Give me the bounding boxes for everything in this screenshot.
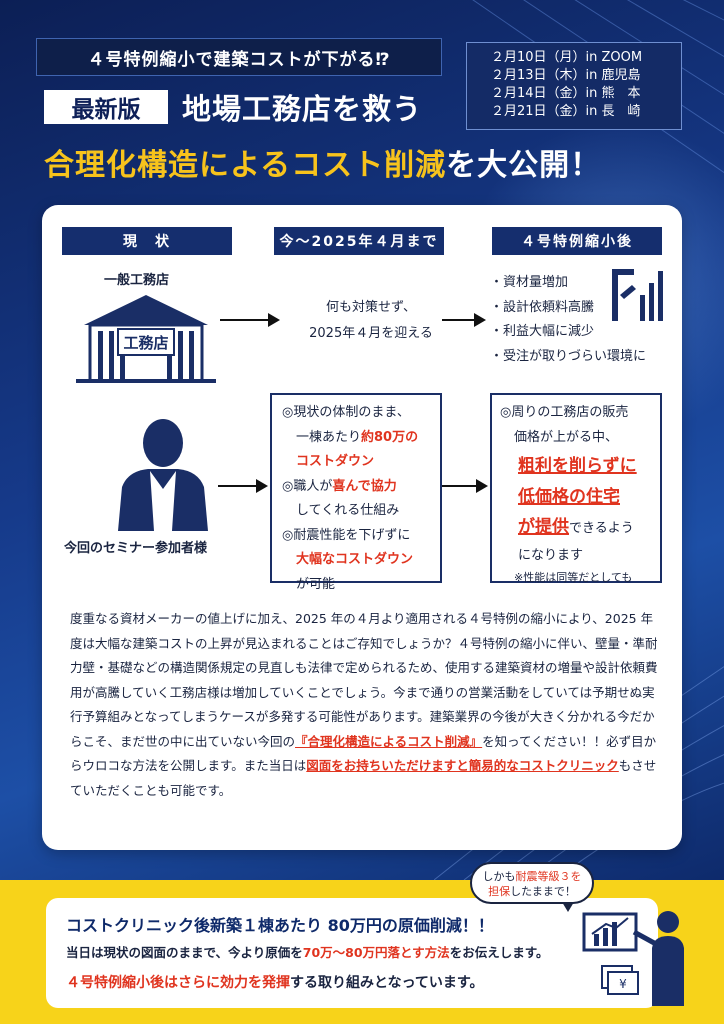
result-highlight: 粗利を削らずに — [518, 456, 637, 476]
description-paragraph: 度重なる資材メーカーの値上げに加え、2025 年の４月より適用される４号特例の縮… — [70, 607, 660, 803]
bubble-highlight: 耐震等級３を — [515, 870, 582, 883]
title-line-2-main: 合理化構造によるコスト削減 — [44, 148, 447, 183]
benefit-highlight: 約80万の — [361, 429, 419, 445]
result-line: になります — [518, 548, 584, 563]
footer-box — [46, 898, 658, 1008]
footer-highlight: 70万〜80万円落とす方法 — [302, 945, 450, 960]
benefit-line: が可能 — [296, 576, 336, 592]
result-highlight: が提供 — [518, 517, 569, 537]
no-action-text: 何も対策せず、 2025年４月を迎える — [296, 295, 446, 347]
list-item: ・利益大幅に減少 — [490, 324, 595, 339]
bubble-text: したままで！ — [510, 885, 576, 898]
result-highlight: 低価格の住宅 — [518, 487, 620, 507]
footer-text: する取り組みとなっています。 — [290, 975, 484, 991]
benefit-highlight: 喜んで協力 — [332, 478, 397, 494]
paragraph-highlight: 『合理化構造によるコスト削減』 — [295, 733, 483, 749]
result-line: が提供できるよう — [500, 512, 660, 544]
paragraph-highlight: 図面をお持ちいただけますと簡易的なコストクリニック — [306, 758, 619, 773]
participant-icon — [118, 419, 208, 531]
latest-badge: 最新版 — [44, 90, 168, 124]
schedule-item: ２月13日（木）in 鹿児島 — [491, 68, 641, 83]
after-effects-list: ・資材量増加 ・設計依頼料高騰 ・利益大幅に減少 ・受注が取りづらい環境に — [490, 271, 646, 369]
header-until: 今〜2025年４月まで — [274, 227, 444, 255]
arrow-4 — [442, 479, 488, 493]
title-line-1: 地場工務店を救う — [182, 92, 423, 126]
speech-bubble: しかも耐震等級３を 担保したままで！ — [470, 862, 594, 912]
result-note: ※性能は同等だとしても — [514, 570, 633, 584]
bubble-highlight: 担保 — [488, 885, 511, 898]
footer-closing: ４号特例縮小後はさらに効力を発揮する取り組みとなっています。 — [66, 972, 483, 992]
benefit-highlight: コストダウン — [296, 454, 375, 469]
bubble-text: しかも — [482, 870, 516, 883]
arrow-2 — [442, 313, 486, 327]
bubble-line: しかも耐震等級３を — [472, 869, 592, 884]
list-item: ・設計依頼料高騰 — [490, 299, 595, 315]
result-text: できるよう — [569, 521, 634, 536]
list-item: ・資材量増加 — [490, 275, 569, 290]
benefit-highlight: 大幅なコストダウン — [296, 552, 414, 567]
no-action-line-1: 何も対策せず、 — [325, 300, 417, 315]
benefit-line: ◎耐震性能を下げずに — [282, 527, 411, 543]
general-contractor-label: 一般工務店 — [104, 273, 170, 288]
footer-highlight: ４号特例縮小後はさらに効力を発揮 — [66, 975, 290, 991]
footer-text: をお伝えします。 — [449, 945, 549, 960]
no-action-line-2: 2025年４月を迎える — [309, 326, 433, 341]
schedule-item: ２月14日（金）in 熊 本 — [491, 86, 641, 101]
bubble-line: 担保したままで！ — [472, 884, 592, 899]
benefit-line: ◎現状の体制のまま、 — [282, 405, 410, 420]
schedule-box: ２月10日（月）in ZOOM ２月13日（木）in 鹿児島 ２月14日（金）i… — [466, 42, 682, 130]
footer-detail: 当日は現状の図面のままで、今より原価を70万〜80万円落とす方法をお伝えします。 — [66, 942, 548, 961]
contractor-building-icon: 工務店 — [76, 295, 216, 383]
title-line-2-tail: を大公開！ — [446, 148, 602, 183]
arrow-1 — [220, 313, 280, 327]
schedule-item: ２月21日（金）in 長 崎 — [491, 104, 641, 119]
paragraph-text: を知ってください！！必ず目からウロコな方法を公開します。また当日は — [70, 733, 657, 774]
benefit-line: 一棟あたり約80万の — [282, 426, 440, 451]
arrow-3 — [218, 479, 268, 493]
result-line: 価格が上がる中、 — [514, 429, 619, 445]
header-after: ４号特例縮小後 — [492, 227, 662, 255]
schedule-item: ２月10日（月）in ZOOM — [491, 50, 643, 65]
benefit-text: ◎職人が — [282, 478, 333, 494]
benefit-line: ◎職人が喜んで協力 — [282, 475, 440, 500]
paragraph-text: もさせていただくことも可能です。 — [70, 758, 657, 798]
result-line: ◎周りの工務店の販売 — [500, 405, 629, 420]
seminar-benefit-box: ◎現状の体制のまま、 一棟あたり約80万の コストダウン ◎職人が喜んで協力 し… — [270, 393, 442, 592]
paragraph-text: 度重なる資材メーカーの値上げに加え、2025 年の４月より適用される４号特例の縮… — [70, 611, 658, 749]
yen-symbol: ¥ — [619, 977, 627, 991]
cost-rising-chart-icon — [612, 269, 663, 321]
title-line-2: 合理化構造によるコスト削減を大公開！ — [44, 140, 601, 184]
subtitle-bar: ４号特例縮小で建築コストが下がる⁉ — [36, 38, 442, 76]
footer-headline: コストクリニック後新築１棟あたり 80万円の原価削減！！ — [66, 916, 494, 935]
presenter-icon: ¥ — [582, 911, 684, 1006]
benefit-text: 一棟あたり — [296, 429, 362, 445]
footer-text: 当日は現状の図面のままで、今より原価を — [66, 945, 303, 960]
benefit-line: してくれる仕組み — [296, 503, 400, 518]
list-item: ・受注が取りづらい環境に — [490, 348, 647, 364]
participant-label: 今回のセミナー参加者様 — [64, 541, 208, 556]
comparison-card: 現 状 今〜2025年４月まで ４号特例縮小後 一般工務店 工務店 何も対策せず… — [42, 205, 682, 850]
header-current: 現 状 — [62, 227, 232, 255]
house-sign: 工務店 — [123, 334, 168, 352]
result-box: ◎周りの工務店の販売 価格が上がる中、 粗利を削らずに 低価格の住宅 が提供でき… — [490, 393, 662, 584]
